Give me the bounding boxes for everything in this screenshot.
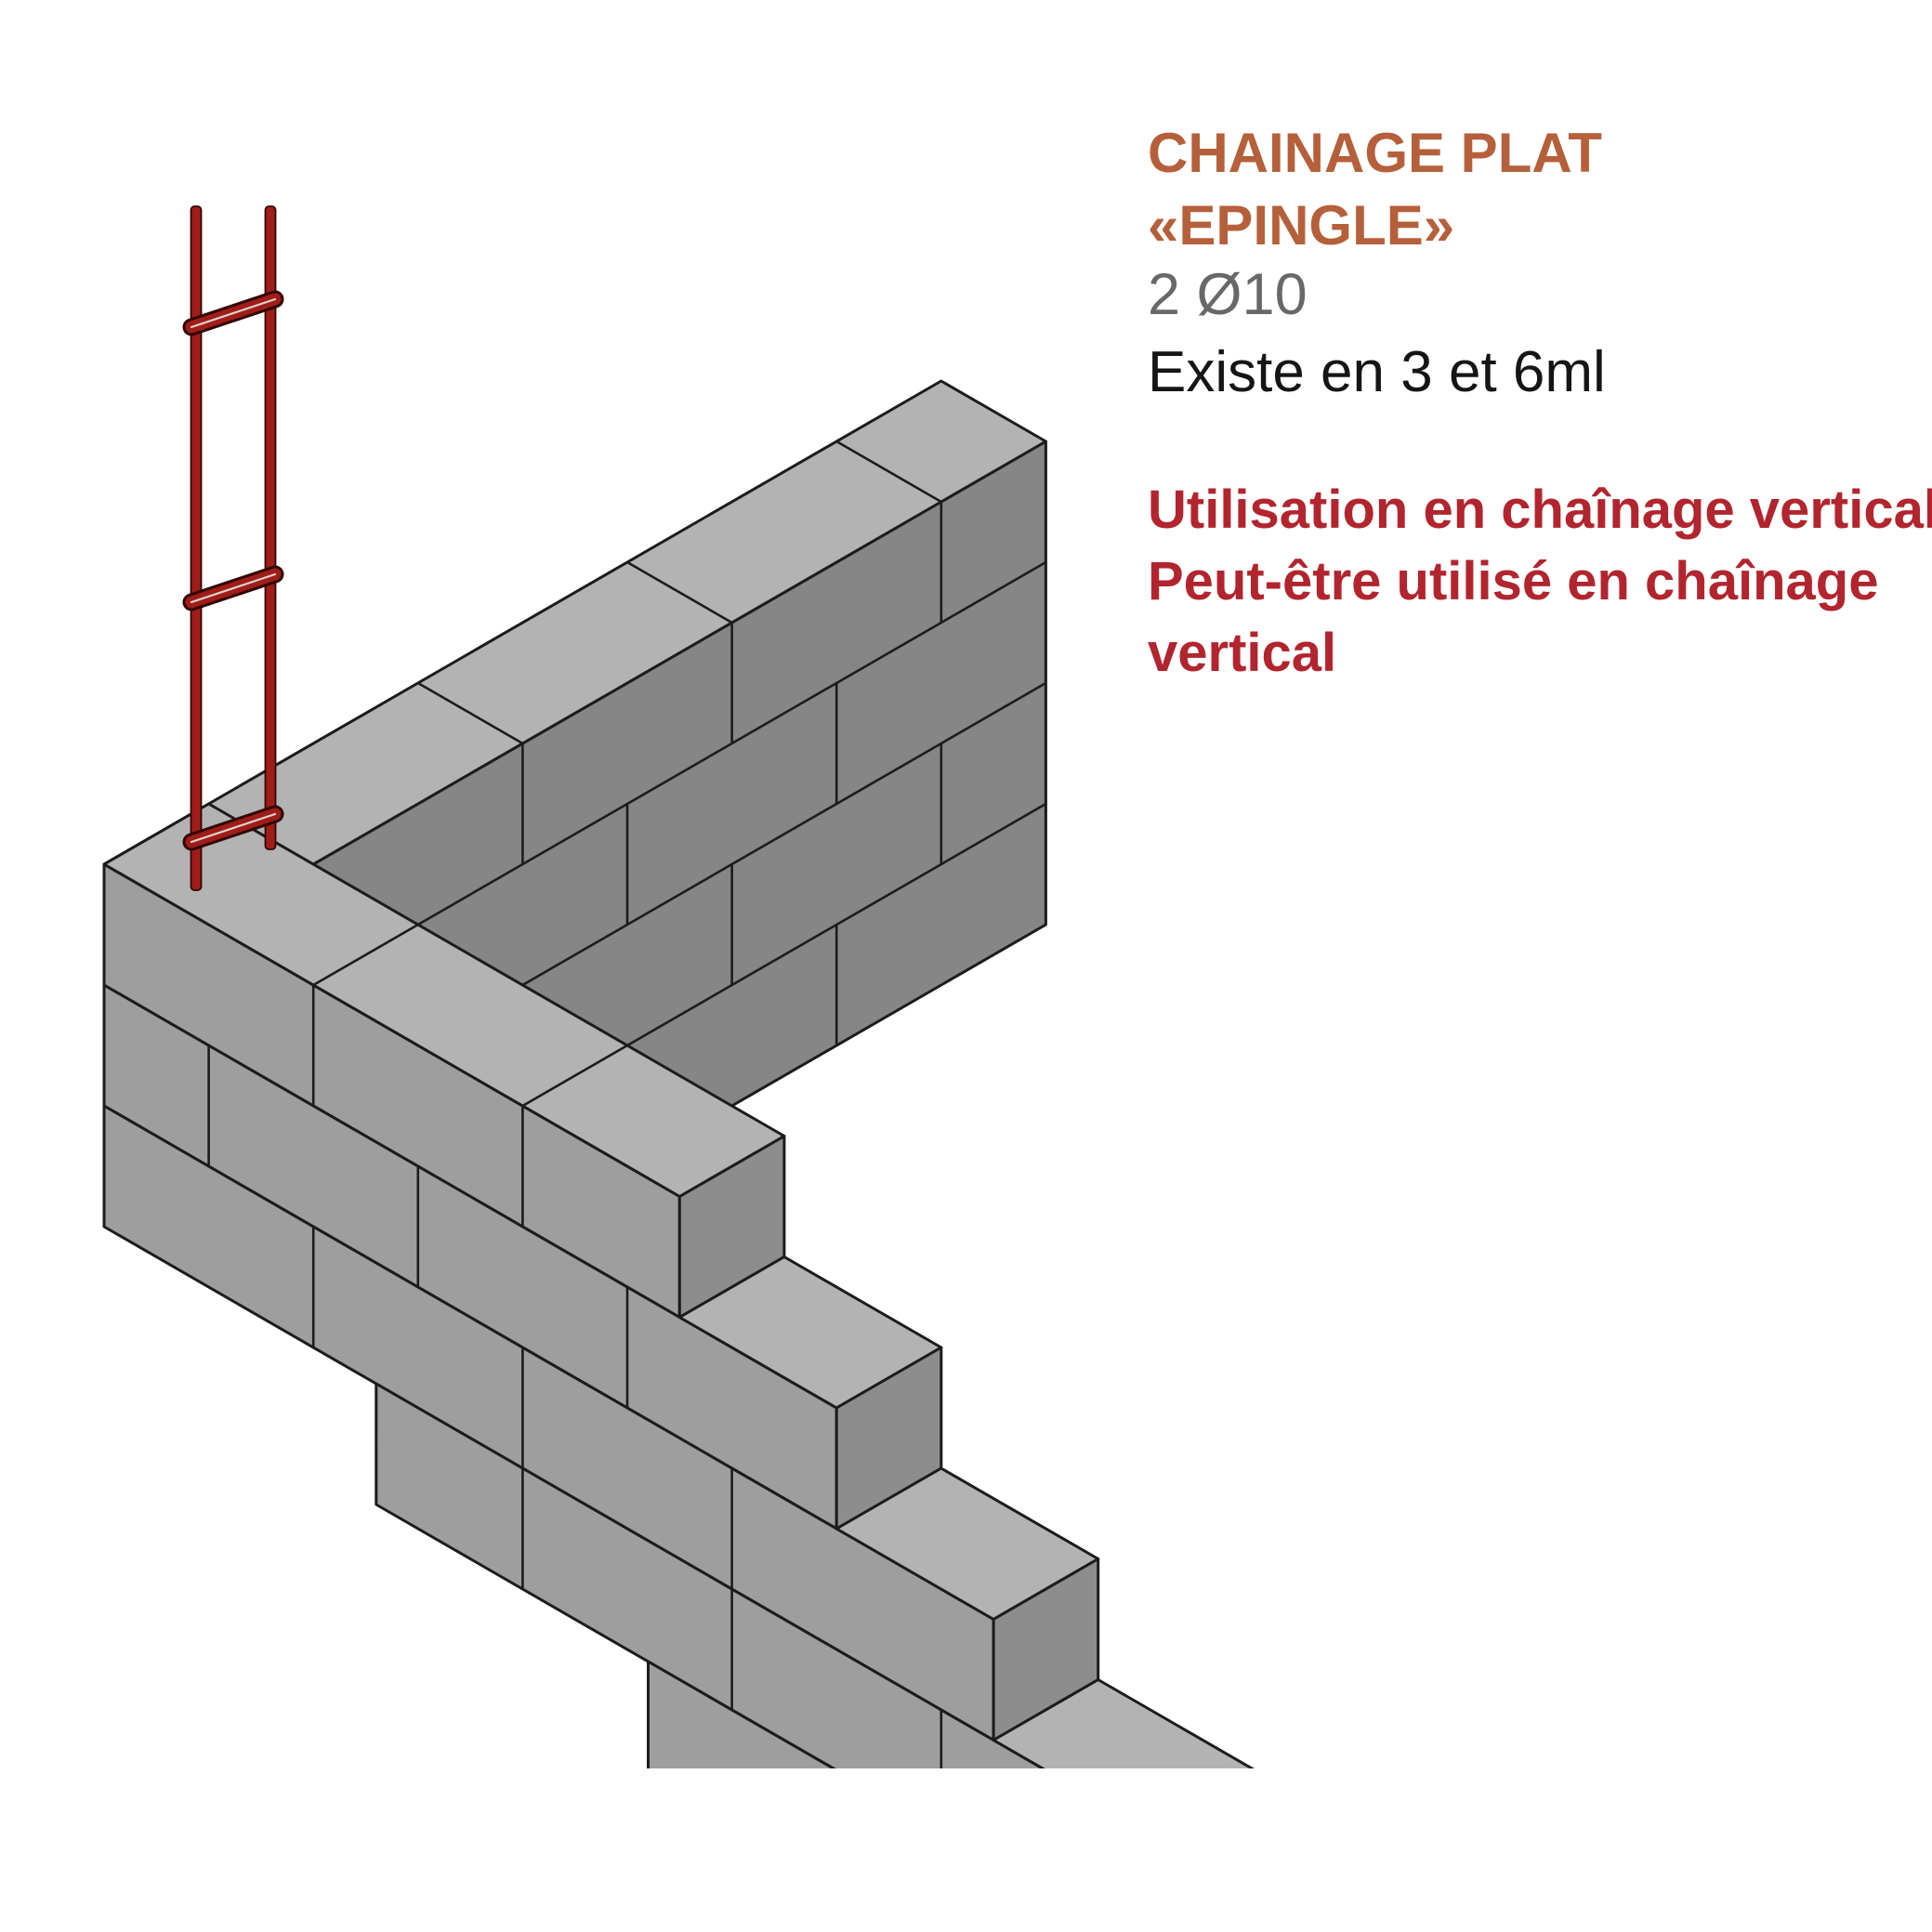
front-wall-course-face xyxy=(647,1660,836,1768)
joint-line xyxy=(312,560,1047,987)
usage-line1: Utilisation en chaînage vertical xyxy=(1148,480,1932,540)
usage-line2: Peut-être utilisé en chaînage xyxy=(1148,551,1879,611)
front-wall-course-face xyxy=(375,1382,1045,1768)
wall-blocks xyxy=(102,379,1255,1932)
joint-line xyxy=(417,681,524,745)
joint-line xyxy=(190,812,277,844)
front-wall-top-face xyxy=(102,802,786,1198)
step-exposed-top xyxy=(992,1678,1255,1768)
rebar-vertical-bar xyxy=(190,205,203,891)
joint-line xyxy=(190,572,277,604)
usage-line3: vertical xyxy=(1148,623,1337,683)
joint-line xyxy=(626,560,733,624)
product-title-line2: «EPINGLE» xyxy=(1148,194,1455,256)
step-end-cap xyxy=(1150,1891,1255,1932)
joint-line xyxy=(312,923,419,987)
joint-line xyxy=(521,1044,628,1108)
product-title: CHAINAGE PLAT «EPINGLE» xyxy=(1148,117,1602,262)
joint-line xyxy=(835,440,942,504)
joint-line xyxy=(190,297,277,329)
rebar-vertical-bar xyxy=(264,205,277,850)
availability-note: Existe en 3 et 6ml xyxy=(1148,340,1606,404)
usage-note: Utilisation en chaînage vertical Peut-êt… xyxy=(1148,474,1932,689)
step-end-cap xyxy=(1150,1770,1255,1932)
rebar-ladder xyxy=(182,205,284,891)
product-title-line1: CHAINAGE PLAT xyxy=(1148,122,1602,184)
rebar-spec: 2 Ø10 xyxy=(1148,262,1308,327)
